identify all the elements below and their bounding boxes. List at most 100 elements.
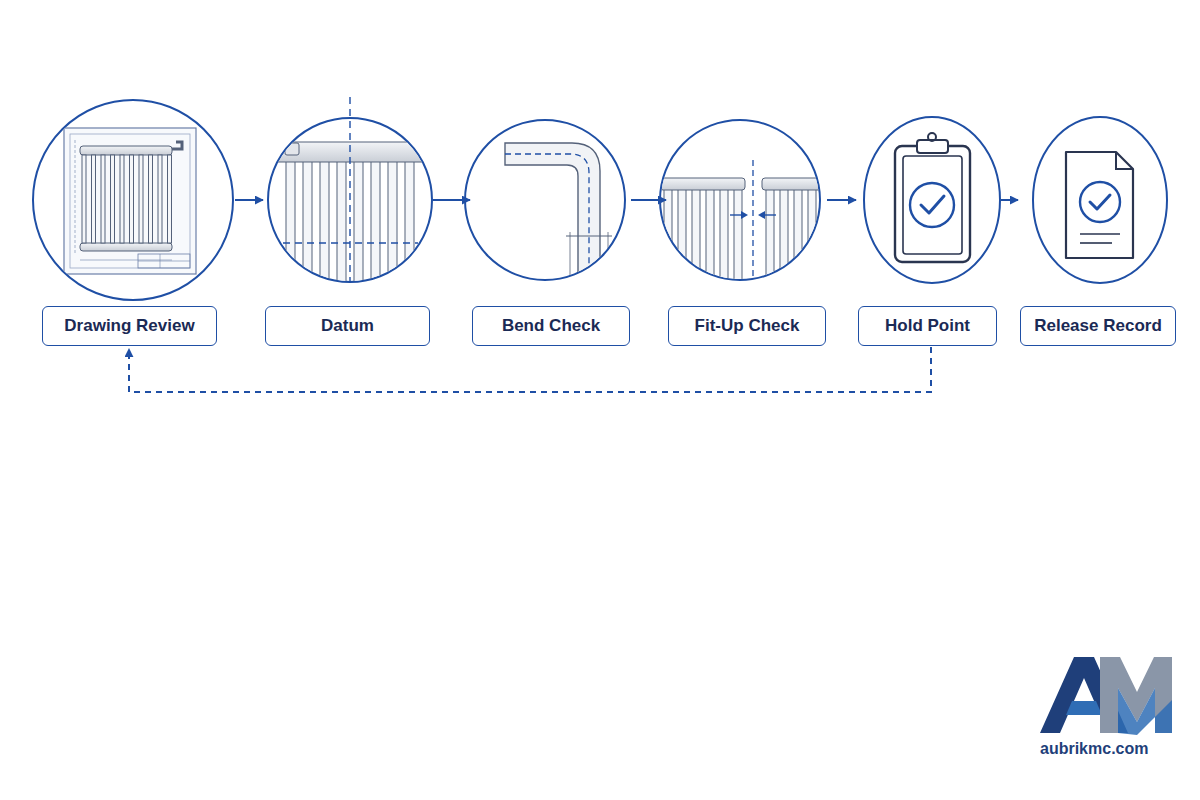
graphic-g bbox=[82, 155, 172, 243]
graphic-line bbox=[752, 160, 753, 280]
process-step: Hold Point bbox=[858, 116, 1000, 346]
graphic-rect bbox=[285, 143, 299, 155]
graphic-line bbox=[160, 254, 161, 268]
graphic-polygon bbox=[1066, 701, 1102, 715]
tube bbox=[320, 160, 329, 290]
tube bbox=[720, 188, 728, 290]
datum-illustration bbox=[268, 97, 432, 290]
graphic-rect bbox=[903, 156, 962, 254]
flow-arrow bbox=[433, 199, 470, 201]
step-label: Fit-Up Check bbox=[695, 316, 800, 336]
tube bbox=[92, 155, 96, 243]
step-label-box: Datum bbox=[265, 306, 430, 346]
tube bbox=[664, 188, 672, 290]
tube bbox=[354, 160, 363, 290]
graphic-ellipse bbox=[864, 117, 1000, 283]
graphic-path bbox=[172, 142, 182, 149]
graphic-rect bbox=[660, 178, 745, 190]
graphic-line bbox=[608, 232, 609, 282]
graphic-path bbox=[1116, 152, 1133, 169]
graphic-rect bbox=[762, 178, 832, 190]
process-step: Fit-Up Check bbox=[668, 118, 826, 346]
graphic-rect bbox=[80, 243, 172, 251]
tube bbox=[82, 155, 86, 243]
hold-point-illustration bbox=[864, 117, 1000, 283]
graphic-line bbox=[1080, 233, 1120, 235]
tube bbox=[822, 188, 830, 290]
bend-illustration bbox=[465, 120, 625, 282]
logo-mark bbox=[1040, 657, 1172, 735]
tube bbox=[808, 188, 816, 290]
tube bbox=[337, 160, 346, 290]
graphic-line bbox=[1080, 242, 1112, 244]
step-label: Hold Point bbox=[885, 316, 970, 336]
step-label-box: Fit-Up Check bbox=[668, 306, 826, 346]
tube bbox=[303, 160, 312, 290]
process-step: Datum bbox=[265, 118, 432, 346]
step-label: Release Record bbox=[1034, 316, 1162, 336]
graphic-path bbox=[505, 143, 600, 282]
drawing-review-illustration bbox=[33, 100, 233, 300]
tube bbox=[130, 155, 134, 243]
tube bbox=[139, 155, 143, 243]
tube bbox=[734, 188, 742, 290]
graphic-polygon bbox=[1118, 688, 1172, 735]
tube bbox=[794, 188, 802, 290]
graphic-line bbox=[566, 236, 612, 237]
graphic-path bbox=[921, 196, 944, 213]
graphic-rect bbox=[895, 146, 970, 262]
flow-arrow bbox=[235, 199, 263, 201]
graphic-path bbox=[1066, 152, 1133, 258]
graphic-g bbox=[660, 178, 832, 290]
release-record-illustration bbox=[1033, 117, 1167, 283]
graphic-path bbox=[741, 211, 748, 219]
step-label-box: Bend Check bbox=[472, 306, 630, 346]
process-step: Drawing Review bbox=[32, 98, 234, 346]
tube bbox=[766, 188, 774, 290]
process-step: Release Record bbox=[1020, 116, 1176, 346]
tube bbox=[678, 188, 686, 290]
tube bbox=[111, 155, 115, 243]
graphic-rect bbox=[64, 128, 196, 274]
graphic-rect bbox=[80, 146, 172, 155]
step-label: Bend Check bbox=[502, 316, 600, 336]
tube bbox=[405, 160, 414, 290]
flow-arrow bbox=[129, 347, 931, 392]
tube bbox=[706, 188, 714, 290]
graphic-circle bbox=[33, 100, 233, 300]
tube bbox=[692, 188, 700, 290]
graphic-path bbox=[1090, 195, 1110, 209]
graphic-rect bbox=[138, 254, 190, 268]
website-label: aubrikmc.com bbox=[1040, 740, 1148, 758]
graphic-ellipse bbox=[1033, 117, 1167, 283]
graphic-rect bbox=[70, 134, 190, 268]
step-label: Drawing Review bbox=[64, 316, 194, 336]
step-label: Datum bbox=[321, 316, 374, 336]
fit-up-illustration bbox=[660, 120, 832, 290]
tube bbox=[780, 188, 788, 290]
step-label-box: Hold Point bbox=[858, 306, 997, 346]
graphic-line bbox=[283, 242, 418, 243]
graphic-line bbox=[75, 140, 76, 255]
graphic-line bbox=[570, 232, 571, 282]
tube bbox=[388, 160, 397, 290]
graphic-circle bbox=[928, 133, 936, 141]
graphic-line bbox=[80, 260, 172, 261]
graphic-circle bbox=[910, 183, 954, 227]
graphic-path bbox=[758, 211, 765, 219]
tube bbox=[158, 155, 162, 243]
step-label-box: Drawing Review bbox=[42, 306, 217, 346]
flow-arrow bbox=[827, 199, 856, 201]
graphic-line bbox=[138, 261, 190, 262]
graphic-line bbox=[349, 97, 350, 282]
graphic-g bbox=[64, 128, 196, 274]
flow-arrow bbox=[631, 199, 666, 201]
graphic-g bbox=[664, 188, 830, 290]
tube bbox=[168, 155, 172, 243]
tube bbox=[101, 155, 105, 243]
graphic-path bbox=[505, 154, 589, 282]
graphic-circle bbox=[1080, 182, 1120, 222]
